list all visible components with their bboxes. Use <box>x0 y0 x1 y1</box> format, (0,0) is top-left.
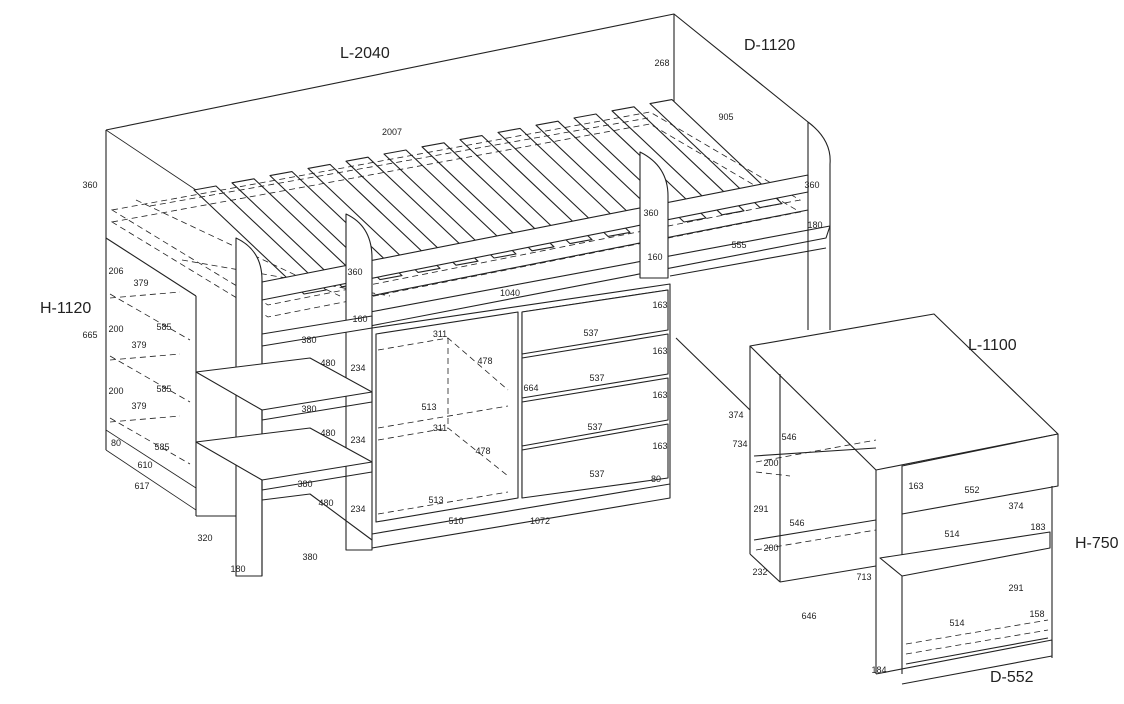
dimension-label: 513 <box>428 495 443 505</box>
dimension-label: 232 <box>752 567 767 577</box>
dimension-label: 200 <box>763 543 778 553</box>
dimension-label: 514 <box>944 529 959 539</box>
dimension-label: 585 <box>156 322 171 332</box>
dimension-label: 585 <box>156 384 171 394</box>
dimension-label: 510 <box>448 516 463 526</box>
dimension-label: 184 <box>871 665 886 675</box>
dimension-label: 200 <box>763 458 778 468</box>
dimension-label: 555 <box>731 240 746 250</box>
dimension-label: 180 <box>230 564 245 574</box>
slat <box>345 156 479 266</box>
slat <box>383 149 517 259</box>
dimension-label: 180 <box>807 220 822 230</box>
dimension-label: 163 <box>652 390 667 400</box>
overall-length-label: L-2040 <box>340 45 390 62</box>
dimension-label: 234 <box>350 363 365 373</box>
dimension-label: 713 <box>856 572 871 582</box>
dimension-label: 163 <box>908 481 923 491</box>
dimension-label: 183 <box>1030 522 1045 532</box>
dimension-label: 380 <box>301 404 316 414</box>
dimension-label: 380 <box>301 335 316 345</box>
dimension-label: 537 <box>589 373 604 383</box>
desk-height-label: H-750 <box>1075 535 1119 552</box>
bed-frame <box>105 13 809 517</box>
dimension-label: 617 <box>134 481 149 491</box>
ladder <box>235 151 669 577</box>
dimension-label: 268 <box>654 58 669 68</box>
dimension-label: 905 <box>718 112 733 122</box>
dimension-label: 163 <box>652 346 667 356</box>
dimension-label: 478 <box>475 446 490 456</box>
dimension-label: 664 <box>523 383 538 393</box>
slat <box>649 99 783 209</box>
dimension-label: 1040 <box>500 288 520 298</box>
dimension-label: 234 <box>350 435 365 445</box>
dimension-label: 160 <box>352 314 367 324</box>
dimension-label: 291 <box>1008 583 1023 593</box>
dimension-label: 2007 <box>382 127 402 137</box>
dimension-label: 360 <box>643 208 658 218</box>
dimension-label: 320 <box>197 533 212 543</box>
dimension-label: 360 <box>804 180 819 190</box>
dimension-label: 200 <box>108 324 123 334</box>
dimension-label: 1072 <box>530 516 550 526</box>
shelves <box>109 291 373 541</box>
dimension-label: 546 <box>789 518 804 528</box>
dimension-label: 514 <box>949 618 964 628</box>
dimension-label: 585 <box>154 442 169 452</box>
dimension-label: 291 <box>753 504 768 514</box>
dimension-label: 380 <box>302 552 317 562</box>
bed-slats <box>193 99 783 295</box>
slat <box>459 135 593 245</box>
dimension-label: 80 <box>111 438 121 448</box>
dimension-label: 234 <box>350 504 365 514</box>
dimension-label: 546 <box>781 432 796 442</box>
dimension-label: 80 <box>651 474 661 484</box>
dimension-label: 379 <box>133 278 148 288</box>
dimension-label: 478 <box>477 356 492 366</box>
dimension-label: 513 <box>421 402 436 412</box>
dimension-label: 206 <box>108 266 123 276</box>
dimension-label: 610 <box>137 460 152 470</box>
dimension-label: 311 <box>433 423 447 433</box>
dimension-label: 163 <box>652 441 667 451</box>
dimension-label: 160 <box>647 252 662 262</box>
slat <box>497 127 631 237</box>
dimension-label: 158 <box>1029 609 1044 619</box>
dimension-label: 480 <box>320 428 335 438</box>
dimension-label: 480 <box>318 498 333 508</box>
overall-height-label: H-1120 <box>40 300 91 317</box>
dimension-label: 374 <box>728 410 743 420</box>
desk <box>675 313 1059 685</box>
slat <box>421 142 555 252</box>
dimension-label: 480 <box>320 358 335 368</box>
slat <box>307 163 441 273</box>
cabinet <box>371 283 671 549</box>
dimension-label: 537 <box>589 469 604 479</box>
dimension-label: 311 <box>433 329 447 339</box>
dimension-label: 379 <box>131 340 146 350</box>
dimension-label: 537 <box>583 328 598 338</box>
slat <box>193 185 327 295</box>
dimension-label: 665 <box>82 330 97 340</box>
overall-depth-label: D-1120 <box>744 37 795 54</box>
dimension-label: 374 <box>1008 501 1023 511</box>
dimension-labels: 268 905 2007 360 360 360 180 555 160 206 360 379 104… <box>82 58 1045 675</box>
dimension-label: 734 <box>732 439 747 449</box>
desk-depth-label: D-552 <box>990 669 1034 686</box>
dimension-label: 360 <box>82 180 97 190</box>
dimension-label: 360 <box>347 267 362 277</box>
dimension-label: 646 <box>801 611 816 621</box>
slat <box>611 106 745 216</box>
dimension-label: 380 <box>297 479 312 489</box>
dimension-label: 379 <box>131 401 146 411</box>
dimension-label: 537 <box>587 422 602 432</box>
desk-length-label: L-1100 <box>968 337 1017 354</box>
dimension-label: 163 <box>652 300 667 310</box>
dimension-label: 552 <box>964 485 979 495</box>
dimension-label: 200 <box>108 386 123 396</box>
